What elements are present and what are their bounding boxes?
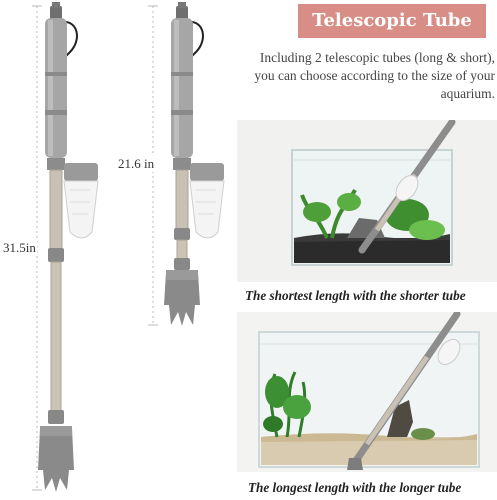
short-dimension-label: 21.6 in [117,156,156,172]
title-badge: Telescopic Tube [298,4,486,38]
product-illustration [32,2,225,492]
long-dimension-label: 31.5in [2,240,37,256]
description-text: Including 2 telescopic tubes (long & sho… [254,50,495,101]
caption-short: The shortest length with the shorter tub… [245,288,466,303]
aquarium-photo-long [237,312,497,472]
caption-long: The longest length with the longer tube [248,480,462,495]
short-siphon [164,2,225,326]
long-siphon [38,2,99,492]
aquarium-photo-short [237,120,497,282]
title-badge-label: Telescopic Tube [312,10,472,31]
